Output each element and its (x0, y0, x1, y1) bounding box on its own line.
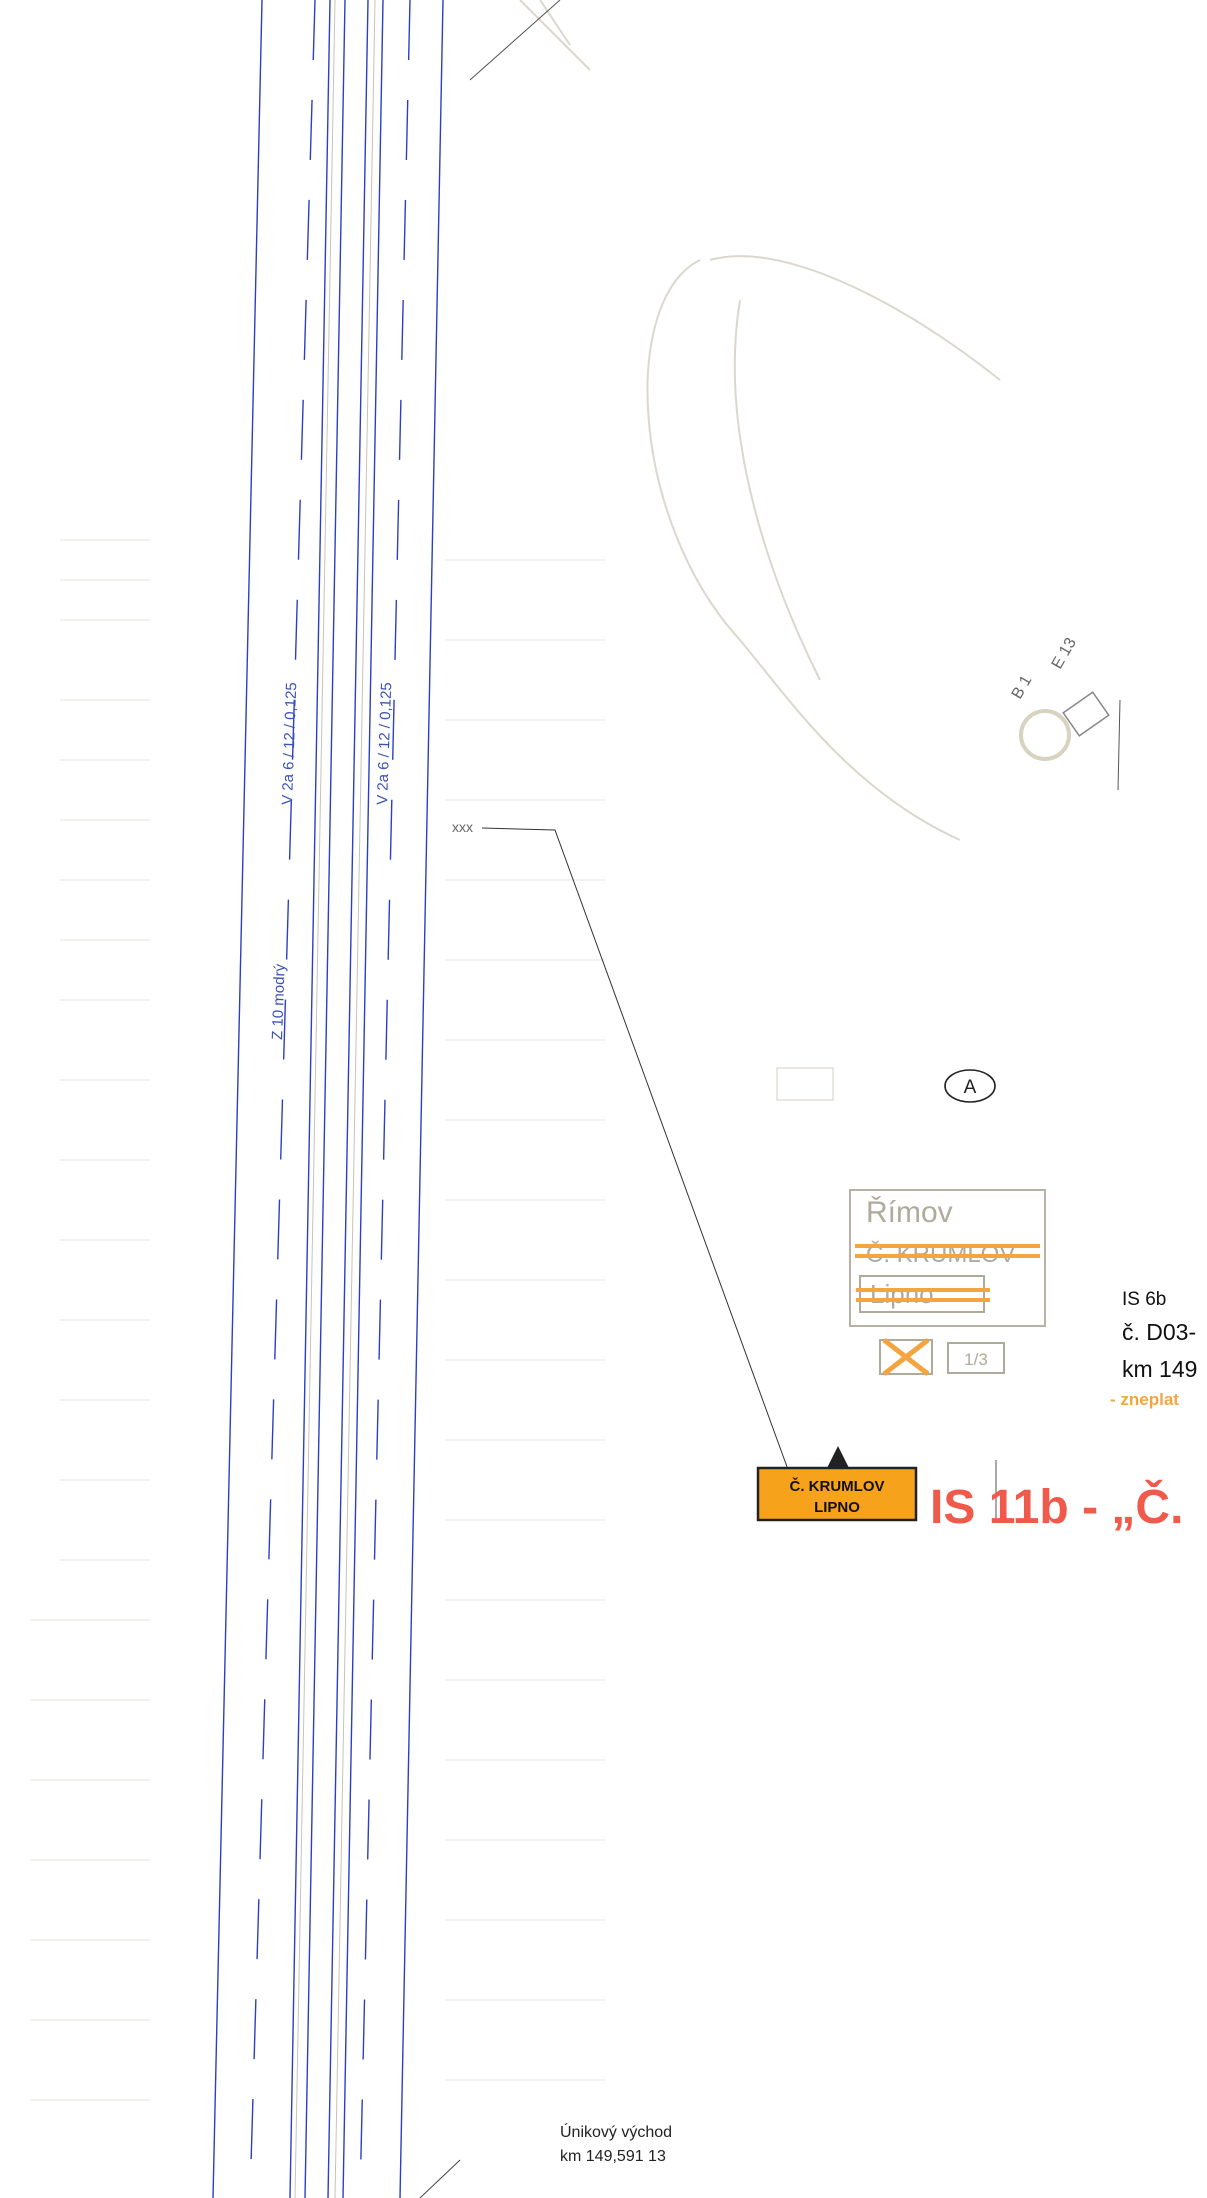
lane-label-right: V 2a 6 / 12 / 0,125 (374, 682, 395, 805)
median-line-3 (327, 0, 369, 2198)
panel-number: 1/3 (964, 1350, 988, 1369)
old-sign-text: IS 6b č. D03- km 149 - zneplat (1110, 1289, 1197, 1409)
panel-lipno: Lipno (870, 1279, 934, 1309)
median-line-1 (289, 0, 331, 2198)
lane-label-left: V 2a 6 / 12 / 0,125 (279, 682, 300, 805)
new-sign-plate (756, 1466, 918, 1522)
escape-leader (419, 2159, 461, 2198)
background-hatching (30, 539, 605, 2101)
median-line-2 (304, 0, 346, 2198)
lane-edge-right (399, 0, 444, 2198)
leader-line (481, 827, 791, 1476)
marker-a: A (944, 1069, 996, 1103)
z10-label: Z 10 modrý (269, 963, 289, 1040)
escape-line1: Únikový východ (560, 2122, 672, 2141)
lane-labels: V 2a 6 / 12 / 0,125 V 2a 6 / 12 / 0,125 … (269, 682, 395, 1040)
faint-junction-outline (469, 0, 1121, 841)
escape-line2: km 149,591 13 (560, 2148, 666, 2165)
new-sign-arrow (827, 1446, 849, 1468)
new-sign-caption: IS 11b - „Č. (930, 1479, 1183, 1534)
faint-label-b: B 1 (1009, 673, 1036, 702)
old-sign-invalid-note: - zneplat (1110, 1390, 1179, 1409)
faint-label-e: E 13 (1049, 635, 1080, 672)
faint-box (776, 1067, 834, 1101)
lane-edge-left (212, 0, 263, 2198)
new-sign-line2: LIPNO (814, 1499, 860, 1516)
road-lanes (212, 0, 444, 2198)
faint-labels: B 1 E 13 (1009, 635, 1080, 702)
median-line-4 (342, 0, 384, 2198)
marker-a-letter: A (964, 1077, 977, 1098)
old-sign-line1: č. D03- (1122, 1319, 1196, 1345)
old-sign-panel: Římov Č. KRUMLOV Lipno 1/3 (849, 1189, 1046, 1376)
new-sign-line1: Č. KRUMLOV (790, 1477, 885, 1495)
old-sign-line2: km 149 (1122, 1356, 1197, 1382)
lane-divider-left (249, 0, 316, 2198)
crossmark: xxx (452, 819, 473, 835)
escape-note: Únikový východ km 149,591 13 (560, 2122, 672, 2165)
new-sign: Č. KRUMLOV LIPNO IS 11b - „Č. (756, 1446, 1183, 1534)
panel-rimov: Římov (866, 1196, 953, 1229)
lane-divider-right (359, 0, 411, 2198)
old-sign-code: IS 6b (1122, 1289, 1166, 1310)
